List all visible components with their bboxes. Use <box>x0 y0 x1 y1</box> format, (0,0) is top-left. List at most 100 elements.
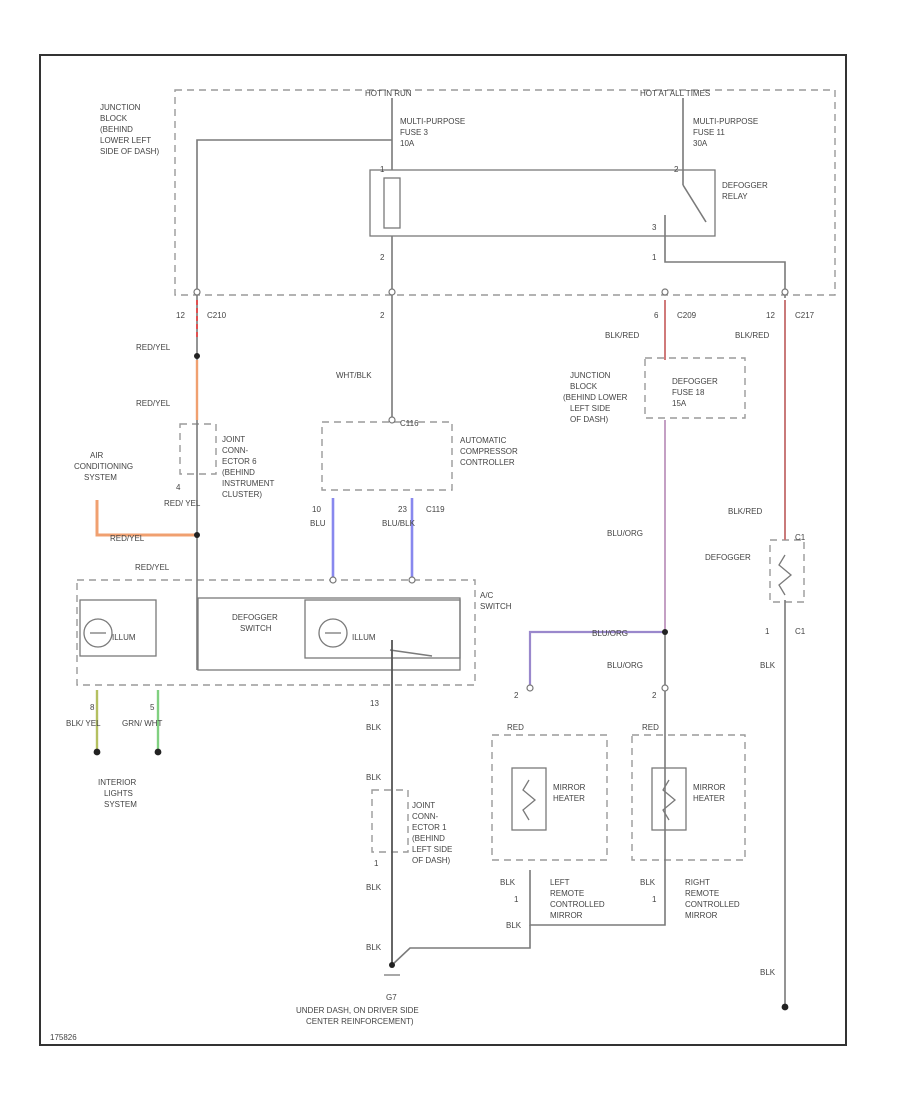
pin-label: 3 <box>652 223 657 232</box>
connector-c119: C119 <box>426 505 445 514</box>
wire-fuse3-tap <box>196 139 392 298</box>
svg-text:LOWER LEFT: LOWER LEFT <box>100 136 151 145</box>
svg-text:DEFOGGER: DEFOGGER <box>672 377 718 386</box>
svg-text:RELAY: RELAY <box>722 192 748 201</box>
right-heater-body <box>651 767 687 831</box>
wire-color-label: WHT/BLK <box>336 371 372 380</box>
svg-text:UNDER DASH, ON DRIVER SIDE: UNDER DASH, ON DRIVER SIDE <box>296 1006 419 1015</box>
pin-label: 5 <box>150 703 155 712</box>
svg-text:CONN-: CONN- <box>412 812 439 821</box>
svg-text:MIRROR: MIRROR <box>550 911 583 920</box>
svg-text:SWITCH: SWITCH <box>240 624 272 633</box>
svg-text:JUNCTION: JUNCTION <box>570 371 611 380</box>
wire-color-label: BLK/RED <box>605 331 639 340</box>
diagram-frame <box>39 54 847 1046</box>
wire-color-label: BLK/RED <box>735 331 769 340</box>
auto-compressor-label: AUTOMATIC COMPRESSOR CONTROLLER <box>460 436 518 467</box>
ground-dot <box>781 1003 789 1011</box>
svg-text:INSTRUMENT: INSTRUMENT <box>222 479 275 488</box>
left-heater-body <box>511 767 547 831</box>
right-mirror-heater-label: MIRROR HEATER <box>693 783 726 803</box>
connector-pin <box>408 576 416 584</box>
svg-text:CONN-: CONN- <box>222 446 249 455</box>
splice-dot <box>194 532 200 538</box>
pin-label: 1 <box>374 859 379 868</box>
svg-text:15A: 15A <box>672 399 687 408</box>
pin-label: 1 <box>765 627 770 636</box>
svg-text:MIRROR: MIRROR <box>685 911 718 920</box>
pin-label: 1 <box>652 253 657 262</box>
ground-g7-dot <box>389 962 395 968</box>
junction-block-box <box>174 89 836 296</box>
connector-c116: C116 <box>400 419 419 428</box>
svg-text:CONTROLLED: CONTROLLED <box>550 900 605 909</box>
left-mirror-label: LEFT REMOTE CONTROLLED MIRROR <box>550 878 605 920</box>
wire-color-label: BLK/RED <box>728 507 762 516</box>
wire-mirror-return <box>529 870 666 926</box>
joint-connector-1-label: JOINT CONN- ECTOR 1 (BEHIND LEFT SIDE OF… <box>412 801 452 865</box>
left-mirror-box <box>491 734 608 861</box>
svg-text:30A: 30A <box>693 139 708 148</box>
connector-pin <box>661 288 669 296</box>
wire-color-label: BLU/ORG <box>592 629 628 638</box>
svg-text:BLOCK: BLOCK <box>570 382 598 391</box>
connector-pin <box>781 288 789 296</box>
wire-relay-out <box>664 215 786 298</box>
right-heater-element-icon <box>662 779 677 821</box>
pin-label: 4 <box>176 483 181 492</box>
connector-c1b: C1 <box>795 627 806 636</box>
pin-label: 1 <box>514 895 519 904</box>
connector-c1: C1 <box>795 533 806 542</box>
svg-text:OF DASH): OF DASH) <box>570 415 609 424</box>
right-mirror-box <box>631 734 746 861</box>
joint-connector-6-box <box>179 423 217 475</box>
svg-text:JOINT: JOINT <box>412 801 435 810</box>
defogger-relay-label: DEFOGGER RELAY <box>722 181 768 201</box>
wire-color-label: RED/YEL <box>110 534 145 543</box>
svg-text:RIGHT: RIGHT <box>685 878 710 887</box>
svg-text:MULTI-PURPOSE: MULTI-PURPOSE <box>693 117 758 126</box>
wire-end-dot <box>93 748 101 756</box>
ground-g7-label: G7 <box>386 993 397 1002</box>
wire-color-label: BLK <box>760 968 776 977</box>
svg-text:AUTOMATIC: AUTOMATIC <box>460 436 507 445</box>
wire-color-label: RED <box>642 723 659 732</box>
pin-label: 2 <box>380 253 385 262</box>
joint-connector-1-box <box>371 789 409 853</box>
auto-compressor-box <box>321 421 453 491</box>
connector-c217: C217 <box>795 311 815 320</box>
svg-text:MIRROR: MIRROR <box>693 783 726 792</box>
svg-text:SYSTEM: SYSTEM <box>104 800 137 809</box>
wire-color-label: BLU/ORG <box>607 529 643 538</box>
hot-ign-label: HOT AT ALL TIMES <box>640 89 710 98</box>
svg-text:COMPRESSOR: COMPRESSOR <box>460 447 518 456</box>
svg-text:FUSE 11: FUSE 11 <box>693 128 725 137</box>
pin-label: 12 <box>766 311 775 320</box>
defogger-label: DEFOGGER <box>705 553 751 562</box>
pin-label: 10 <box>312 505 321 514</box>
svg-text:FUSE 3: FUSE 3 <box>400 128 429 137</box>
pin-label: 23 <box>398 505 407 514</box>
pin-label: 1 <box>652 895 657 904</box>
wire-color-label: BLK <box>500 878 516 887</box>
defogger-switch-label: DEFOGGER SWITCH <box>232 613 278 633</box>
connector-pin <box>388 416 396 424</box>
joint-connector-6-label: JOINT CONN- ECTOR 6 (BEHIND INSTRUMENT C… <box>222 435 275 499</box>
svg-text:HEATER: HEATER <box>693 794 725 803</box>
ac-system-label: AIR CONDITIONING SYSTEM <box>74 451 133 482</box>
pin-label: 12 <box>176 311 185 320</box>
defogger-relay-box <box>369 169 716 237</box>
wire-color-label: BLK/ YEL <box>66 719 101 728</box>
defog-lamp-icon <box>318 618 348 648</box>
svg-text:SWITCH: SWITCH <box>480 602 512 611</box>
right-mirror-label: RIGHT REMOTE CONTROLLED MIRROR <box>685 878 740 920</box>
wire-color-label: RED/ YEL <box>164 499 201 508</box>
defogger-element-icon <box>778 554 793 596</box>
svg-text:(BEHIND: (BEHIND <box>412 834 445 843</box>
ac-switch-label: A/C SWITCH <box>480 591 512 611</box>
wire-color-label: BLU <box>310 519 326 528</box>
svg-text:10A: 10A <box>400 139 415 148</box>
svg-text:CONTROLLED: CONTROLLED <box>685 900 740 909</box>
fuse-11-label: MULTI-PURPOSE FUSE 11 30A <box>693 117 758 148</box>
